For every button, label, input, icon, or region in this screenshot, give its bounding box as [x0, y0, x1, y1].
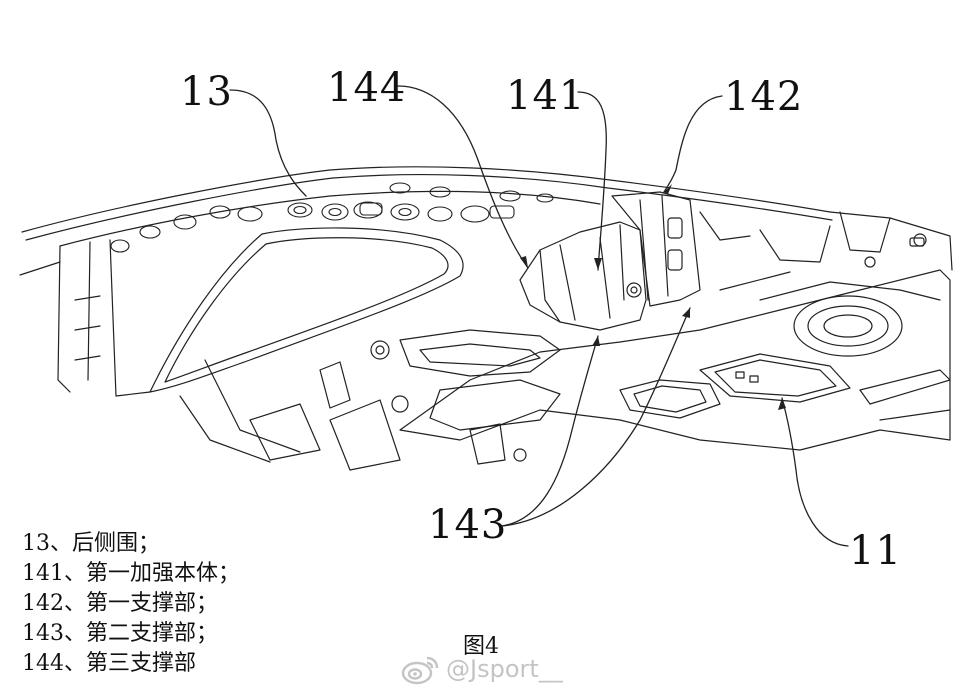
- rear-side-panel-13: [19, 166, 833, 397]
- leader-11: [781, 397, 849, 547]
- reinforcement-141: [519, 221, 647, 331]
- parts-legend: 13、后侧围； 141、第一加强本体； 142、第一支撑部； 143、第二支撑部…: [22, 529, 240, 679]
- flange-holes: [110, 182, 554, 253]
- callout-142: 142: [724, 74, 804, 120]
- callout-141: 141: [506, 73, 586, 119]
- rear-right-panel: [699, 211, 953, 271]
- arrowheads: [520, 184, 786, 410]
- callout-144: 144: [327, 65, 407, 111]
- legend-item-142: 142、第一支撑部；: [22, 591, 218, 616]
- leader-144: [397, 85, 529, 269]
- legend-item-144: 144、第三支撑部: [22, 651, 196, 676]
- leader-13: [229, 89, 307, 197]
- floor-left: [179, 329, 561, 471]
- legend-item-13: 13、后侧围；: [22, 531, 160, 556]
- watermark-handle: @Jsport__: [446, 655, 563, 683]
- leader-lines: [229, 85, 849, 547]
- leader-141: [577, 91, 607, 271]
- leader-142: [663, 95, 723, 193]
- callout-13: 13: [180, 69, 233, 115]
- weibo-icon: [401, 656, 439, 685]
- callout-11: 11: [849, 528, 902, 574]
- callout-143: 143: [428, 502, 508, 548]
- leader-143-a: [501, 335, 599, 527]
- figure-caption: 图4: [463, 634, 499, 659]
- support-142: [611, 191, 701, 307]
- leader-143-b: [501, 307, 691, 527]
- legend-item-141: 141、第一加强本体；: [22, 561, 240, 586]
- legend-item-143: 143、第二支撑部；: [22, 621, 218, 646]
- watermark: @Jsport__: [400, 652, 563, 686]
